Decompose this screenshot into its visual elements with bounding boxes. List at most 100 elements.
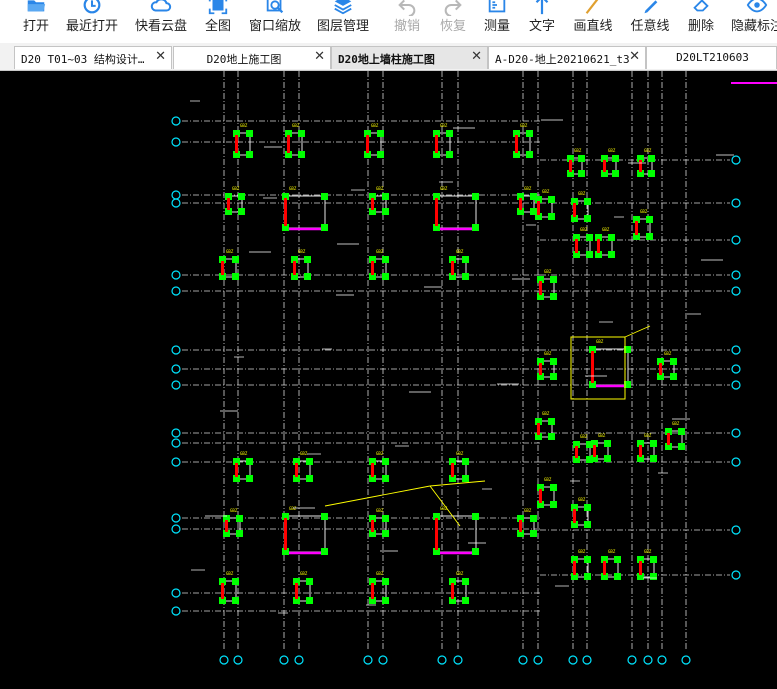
column (449, 273, 456, 280)
column (462, 597, 469, 604)
wall-section (295, 463, 298, 477)
tool-label: 测量 (483, 19, 510, 34)
axis-bubble (171, 428, 181, 438)
wall-section (569, 160, 572, 172)
tool-cloud-button[interactable]: 快看云盘 (131, 0, 191, 43)
column (377, 130, 384, 137)
column-tag: GBZ (292, 123, 300, 128)
tool-folder-open-button[interactable]: 打开 (6, 0, 66, 43)
column (526, 130, 533, 137)
tool-undo-button[interactable]: 撤销 (377, 0, 437, 43)
tab-2[interactable]: D20地上施工图✕ (173, 46, 331, 69)
tool-label: 文字 (528, 19, 555, 34)
wall-section (371, 198, 374, 210)
column (298, 151, 305, 158)
column-tag: GBZ (524, 508, 532, 513)
tool-recent-clock-button[interactable]: 最近打开 (62, 0, 122, 43)
column (462, 273, 469, 280)
column (472, 193, 479, 200)
close-tab-icon[interactable]: ✕ (314, 49, 325, 64)
tool-measure-button[interactable]: 测量 (467, 0, 527, 43)
column (462, 578, 469, 585)
column-tag: GBZ (440, 123, 448, 128)
axis-bubble (233, 655, 243, 665)
close-tab-icon[interactable]: ✕ (471, 49, 482, 64)
column (304, 273, 311, 280)
axis-bubble (731, 570, 741, 580)
column (550, 484, 557, 491)
selection-frame (570, 336, 626, 400)
tool-line-button[interactable]: 画直线 (563, 0, 623, 43)
column-tag: GBZ (300, 451, 308, 456)
column (293, 458, 300, 465)
tool-layers-button[interactable]: 图层管理 (313, 0, 373, 43)
tab-1[interactable]: D20 T01~03 结构设计…✕ (14, 46, 172, 69)
column-tag: GBZ (440, 186, 448, 191)
column (571, 198, 578, 205)
wall-section (221, 583, 224, 599)
close-tab-icon[interactable]: ✕ (629, 49, 640, 64)
column (591, 440, 598, 447)
tool-label: 删除 (687, 19, 714, 34)
axis-bubble (518, 655, 528, 665)
column-tag: GBZ (608, 549, 616, 554)
tool-redo-button[interactable]: 恢复 (423, 0, 483, 43)
column (282, 224, 289, 231)
tab-4[interactable]: A-D20-地上20210621_t3✕ (488, 46, 646, 69)
redo-icon (441, 0, 465, 16)
tool-label: 全图 (204, 19, 231, 34)
column (369, 273, 376, 280)
axis-bubble (627, 655, 637, 665)
column (586, 441, 593, 448)
column (530, 193, 537, 200)
wall-section (575, 239, 578, 253)
axis-bubble (378, 655, 388, 665)
tool-pen-button[interactable]: 任意线 (620, 0, 680, 43)
tool-fullscreen-button[interactable]: 全图 (188, 0, 248, 43)
column (650, 440, 657, 447)
wall-section (573, 561, 576, 575)
folder-open-icon (24, 0, 48, 16)
tab-5[interactable]: D20LT210603 (646, 46, 777, 69)
tool-eraser-button[interactable]: 删除 (671, 0, 731, 43)
tab-3[interactable]: D20地上墙柱施工图✕ (331, 46, 488, 69)
tool-text-button[interactable]: 文字 (512, 0, 572, 43)
axis-bubble (731, 270, 741, 280)
axis-bubble (681, 655, 691, 665)
column (462, 256, 469, 263)
column (433, 193, 440, 200)
tool-zoom-window-button[interactable]: 窗口缩放 (245, 0, 305, 43)
column (665, 443, 672, 450)
wall-section (573, 203, 576, 217)
axis-bubble (171, 380, 181, 390)
column (298, 130, 305, 137)
pen-icon (638, 0, 662, 16)
wall-section (225, 520, 228, 532)
column (369, 597, 376, 604)
column (282, 193, 289, 200)
column (382, 530, 389, 537)
close-tab-icon[interactable]: ✕ (155, 49, 166, 64)
column (548, 418, 555, 425)
column (232, 273, 239, 280)
eye-icon (745, 0, 769, 16)
column (293, 475, 300, 482)
column (449, 256, 456, 263)
column (571, 215, 578, 222)
column (608, 234, 615, 241)
column (648, 170, 655, 177)
column-tag: GBZ (580, 227, 588, 232)
column (382, 597, 389, 604)
column (233, 130, 240, 137)
column-tag: GBZ (524, 186, 532, 191)
column (291, 273, 298, 280)
column-tag: GBZ (376, 186, 384, 191)
column-tag: GBZ (456, 571, 464, 576)
column (364, 151, 371, 158)
column (601, 573, 608, 580)
tool-eye-button[interactable]: 隐藏标注 (727, 0, 777, 43)
column (637, 170, 644, 177)
column-tag: GBZ (544, 351, 552, 356)
